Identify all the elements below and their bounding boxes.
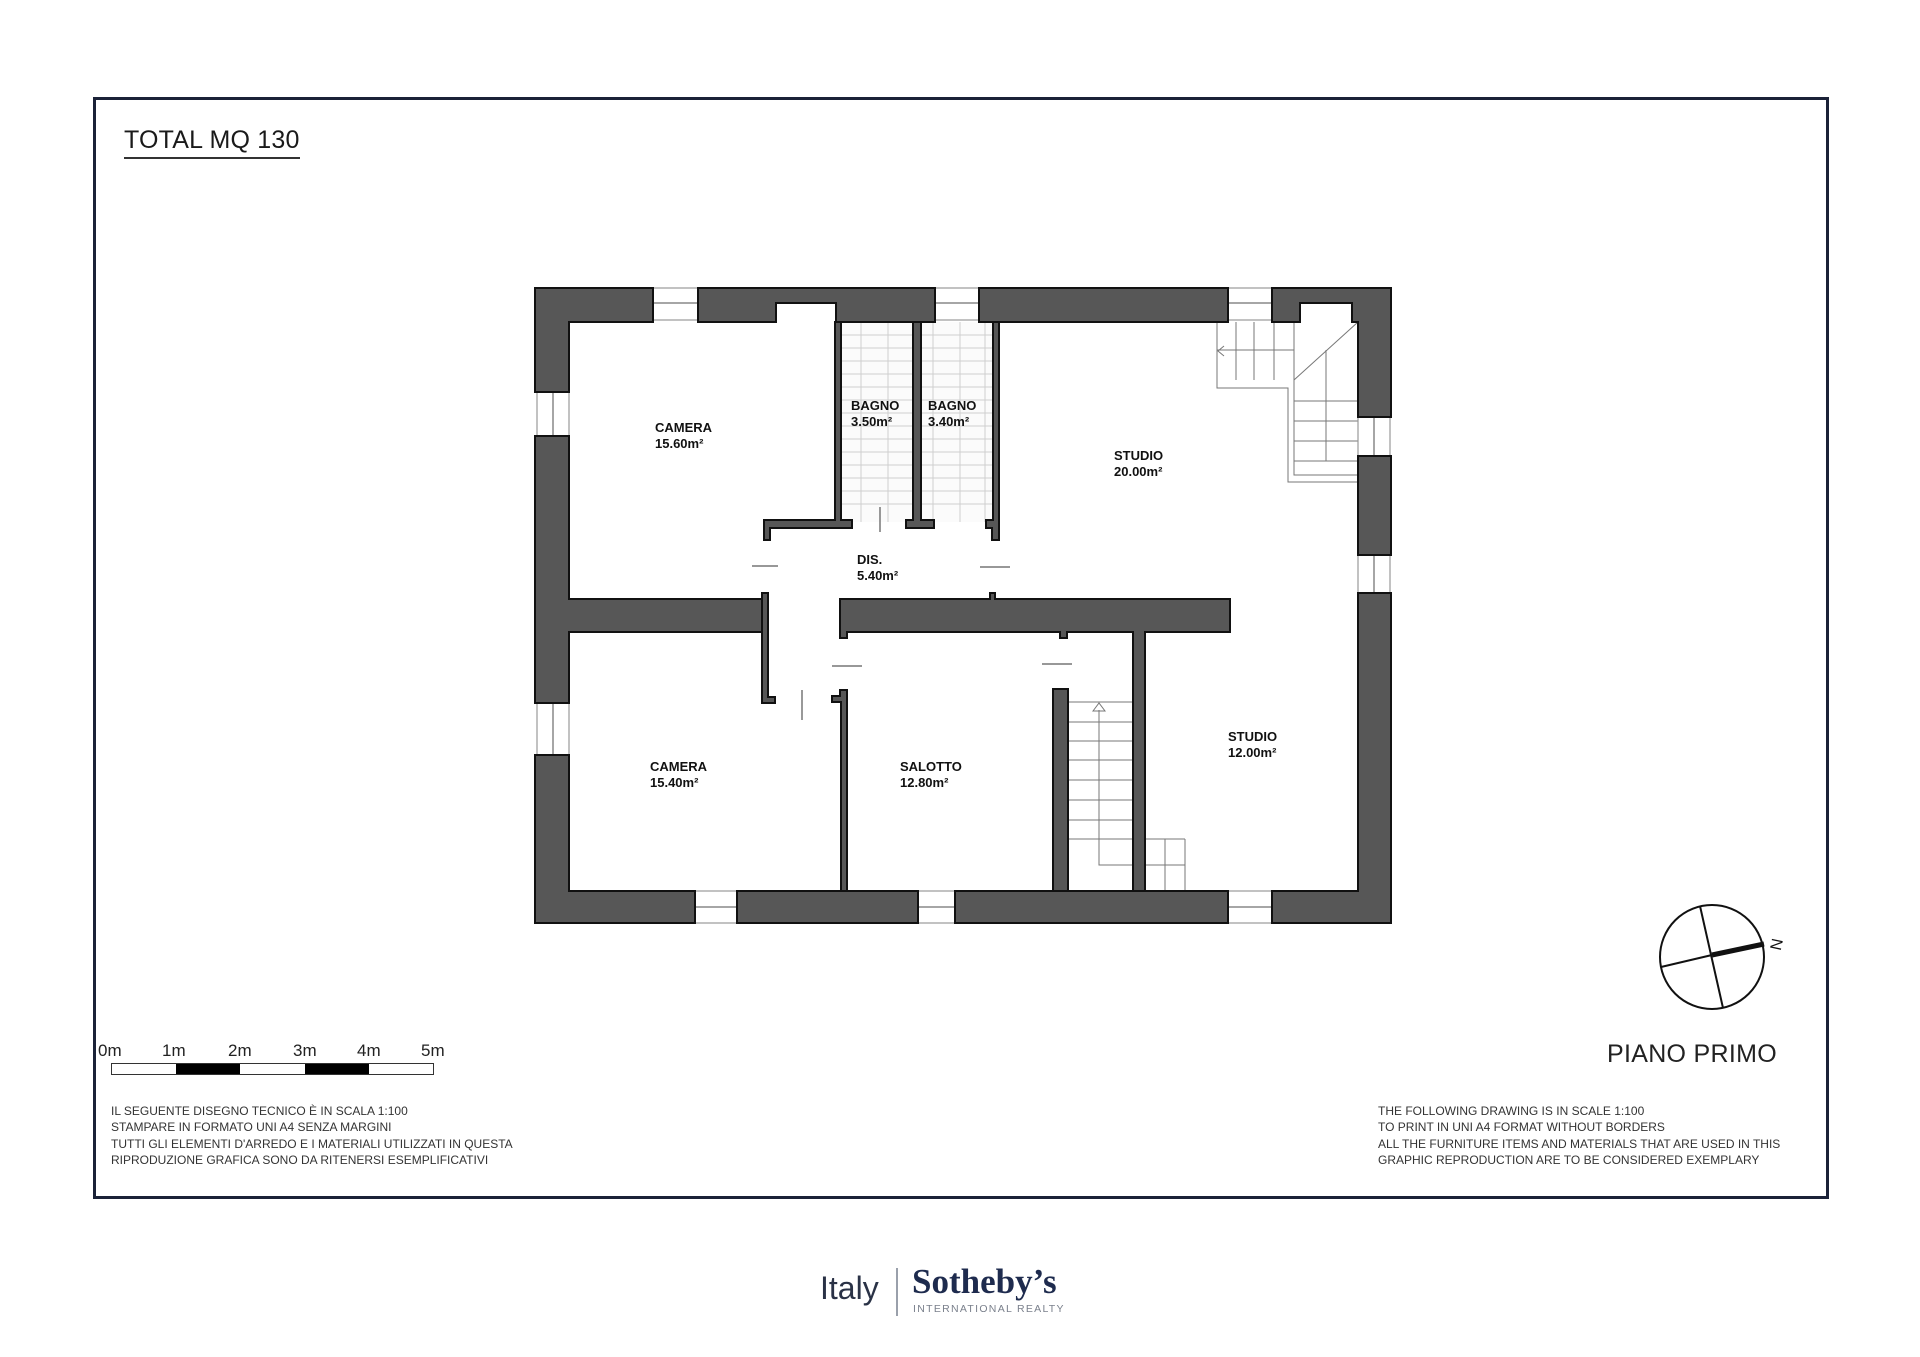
room-name-camera-2: CAMERA [650, 759, 708, 774]
note-line: TUTTI GLI ELEMENTI D'ARREDO E I MATERIAL… [111, 1136, 513, 1152]
note-line: RIPRODUZIONE GRAFICA SONO DA RITENERSI E… [111, 1152, 513, 1168]
scale-label: 1m [162, 1041, 186, 1061]
scale-label: 5m [421, 1041, 445, 1061]
note-italian: IL SEGUENTE DISEGNO TECNICO È IN SCALA 1… [111, 1103, 513, 1168]
room-area-studio-1: 20.00m² [1114, 464, 1163, 479]
floor-name: PIANO PRIMO [1607, 1040, 1777, 1069]
north-compass-icon: N [1660, 905, 1787, 1009]
room-name-camera-1: CAMERA [655, 420, 713, 435]
compass-north-label: N [1768, 937, 1787, 952]
logo-divider [896, 1268, 898, 1316]
note-english: THE FOLLOWING DRAWING IS IN SCALE 1:100 … [1378, 1103, 1780, 1168]
note-line: GRAPHIC REPRODUCTION ARE TO BE CONSIDERE… [1378, 1152, 1780, 1168]
note-line: IL SEGUENTE DISEGNO TECNICO È IN SCALA 1… [111, 1103, 513, 1119]
room-name-studio-1: STUDIO [1114, 448, 1163, 463]
room-name-salotto: SALOTTO [900, 759, 962, 774]
room-area-camera-1: 15.60m² [655, 436, 704, 451]
scale-label: 4m [357, 1041, 381, 1061]
staircase-top [1217, 322, 1358, 482]
note-line: ALL THE FURNITURE ITEMS AND MATERIALS TH… [1378, 1136, 1780, 1152]
room-area-bagno-2: 3.40m² [928, 414, 970, 429]
note-line: TO PRINT IN UNI A4 FORMAT WITHOUT BORDER… [1378, 1119, 1780, 1135]
room-area-bagno-1: 3.50m² [851, 414, 893, 429]
scale-bar [111, 1063, 434, 1075]
logo-italy-text: Italy [820, 1270, 879, 1307]
room-name-studio-2: STUDIO [1228, 729, 1277, 744]
room-area-camera-2: 15.40m² [650, 775, 699, 790]
note-line: THE FOLLOWING DRAWING IS IN SCALE 1:100 [1378, 1103, 1780, 1119]
scale-bar-labels: 0m 1m 2m 3m 4m 5m [98, 1041, 498, 1061]
note-line: STAMPARE IN FORMATO UNI A4 SENZA MARGINI [111, 1119, 513, 1135]
scale-label: 3m [293, 1041, 317, 1061]
room-name-bagno-1: BAGNO [851, 398, 899, 413]
room-name-bagno-2: BAGNO [928, 398, 976, 413]
logo-subtitle: INTERNATIONAL REALTY [913, 1303, 1065, 1315]
scale-label: 2m [228, 1041, 252, 1061]
room-area-studio-2: 12.00m² [1228, 745, 1277, 760]
logo-brand-text: Sotheby’s [912, 1262, 1057, 1302]
room-name-dis: DIS. [857, 552, 882, 567]
staircase-bottom [1068, 702, 1185, 891]
room-area-dis: 5.40m² [857, 568, 899, 583]
scale-label: 0m [98, 1041, 122, 1061]
room-area-salotto: 12.80m² [900, 775, 949, 790]
